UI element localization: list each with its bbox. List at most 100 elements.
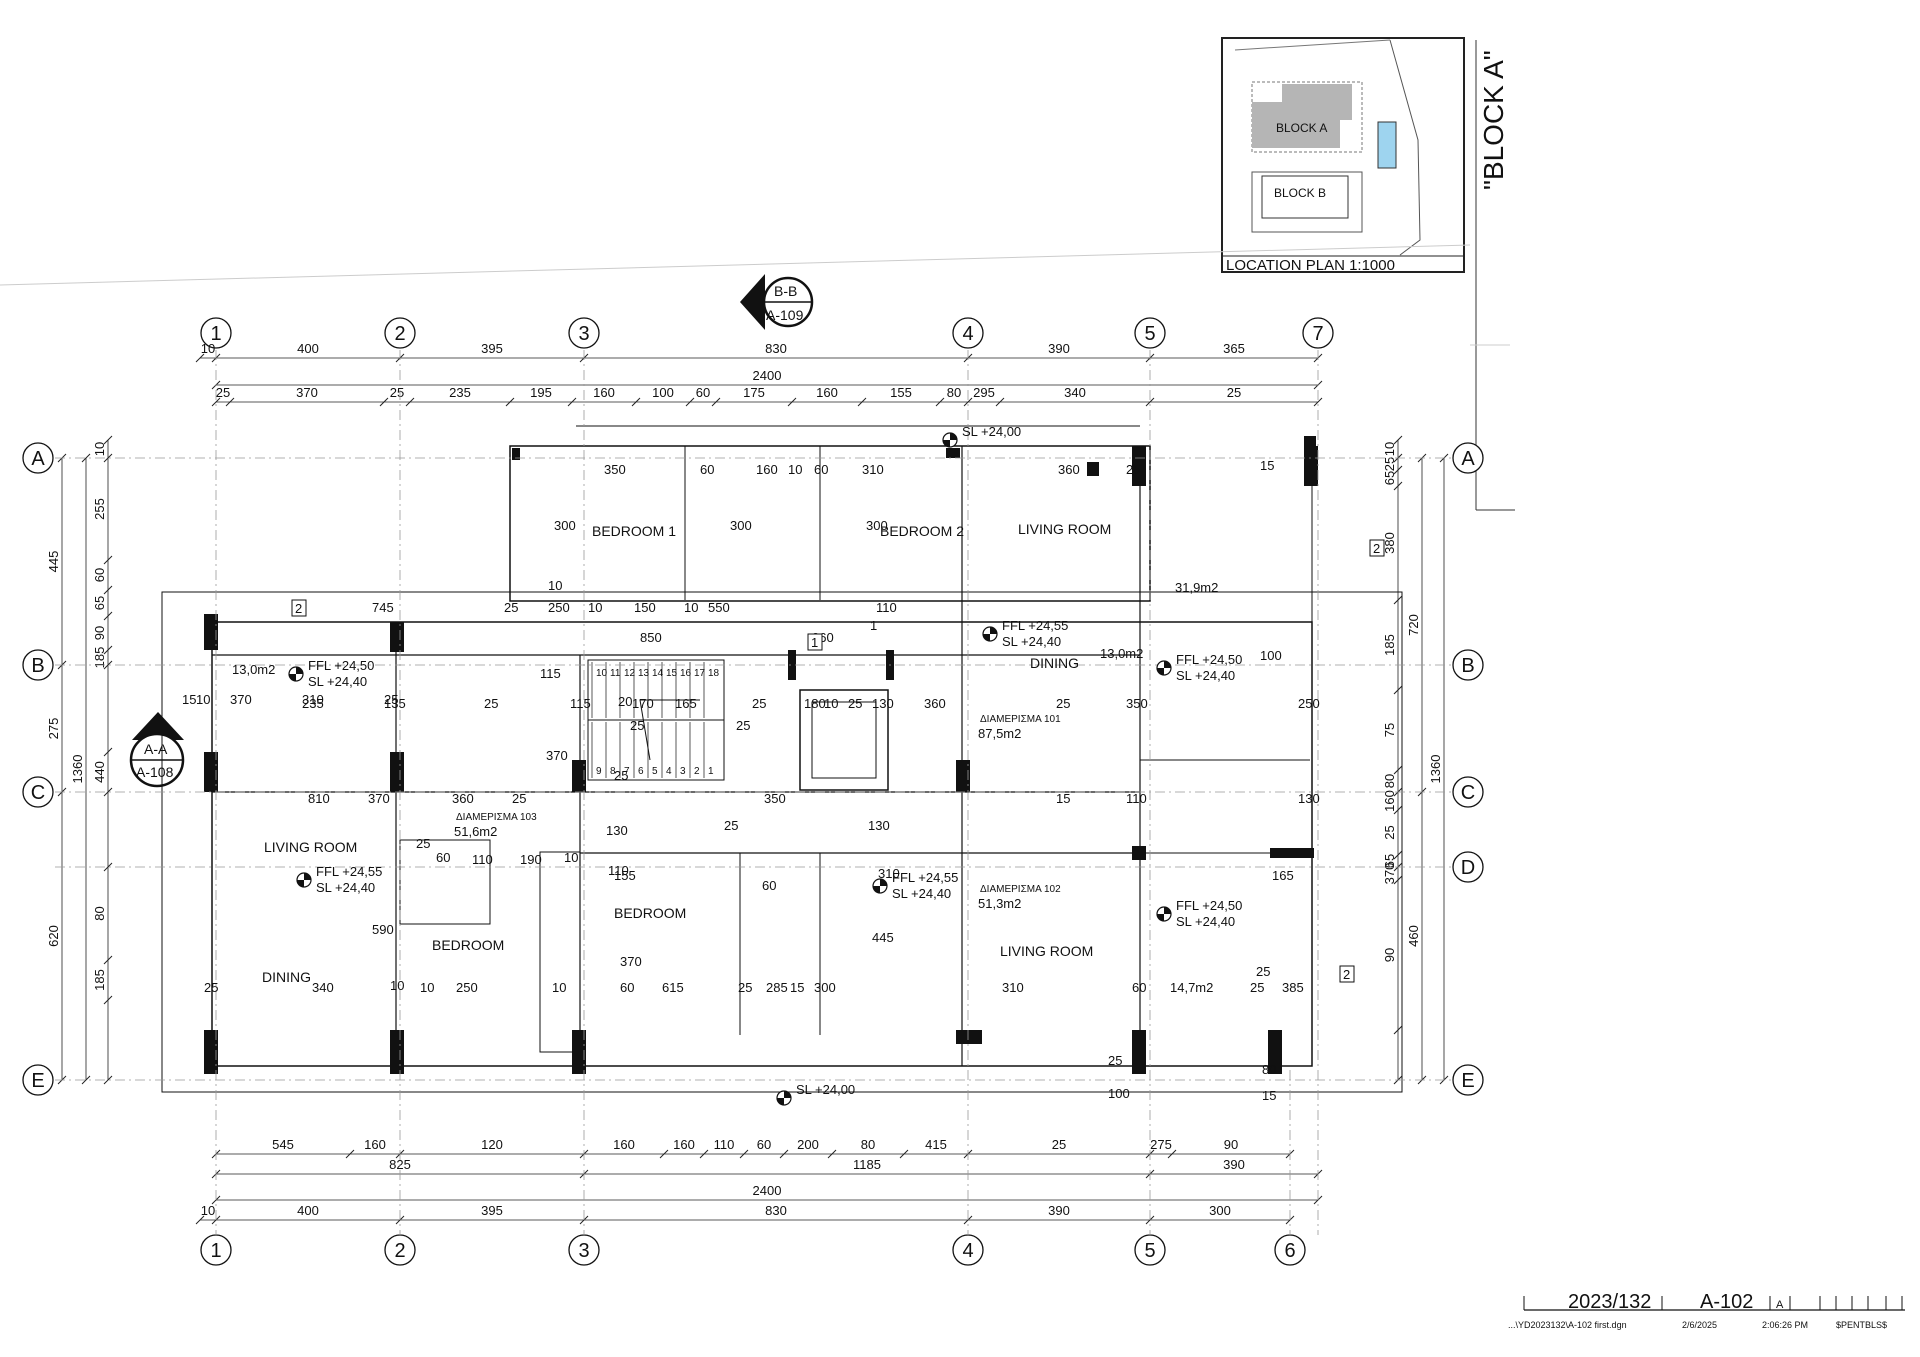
stair-arrow: [639, 699, 700, 761]
grid-label-left-B: B: [31, 655, 44, 677]
dim-top-total-label: 2400: [753, 368, 782, 383]
dim-right-inner-label: 25: [1382, 457, 1397, 471]
inner-dim-label: 310: [1002, 980, 1024, 995]
grid-label-bottom-3: 3: [578, 1240, 589, 1262]
section-aa-ref: A-108: [136, 764, 174, 780]
dim-right-inner-label: 380: [1382, 532, 1397, 554]
inner-dim-label: 60: [620, 980, 634, 995]
grid-label-left-C: C: [31, 782, 45, 804]
grid-circle-left-E: [22, 1064, 54, 1096]
inner-dim-label: 25: [1256, 964, 1270, 979]
section-marker-bb: B-B A-109: [740, 274, 814, 330]
inner-dim-label: 350: [604, 462, 626, 477]
dim-bottom-row1-label: 60: [757, 1137, 771, 1152]
grid-lines: [55, 350, 1452, 1235]
stair-number: 9: [596, 766, 602, 777]
dim-right-inner-label: 370: [1382, 863, 1397, 885]
inner-dim-label: 155: [614, 868, 636, 883]
inner-dim-label: 25: [1126, 462, 1140, 477]
inner-dim-label: 25: [752, 696, 766, 711]
area-terrace-bottom: 14,7m2: [1170, 980, 1213, 995]
inner-dim-label: 25: [724, 818, 738, 833]
dim-right-inner-label: 90: [1382, 948, 1397, 962]
detail-tag-box: [1369, 539, 1385, 557]
apartment-103-area: 51,6m2: [454, 824, 497, 839]
inner-dim-label: 10: [420, 980, 434, 995]
dim-top-row2-label: 155: [890, 385, 912, 400]
area-balcony-left: 13,0m2: [232, 662, 275, 677]
inner-dim-label: 15: [182, 692, 196, 707]
inner-dim-label: 310: [862, 462, 884, 477]
level-terrace-top-text: FFL +24,50: [1176, 652, 1242, 667]
dim-left-outer-label: 445: [46, 551, 61, 573]
dim-right-total: 1360: [1428, 453, 1449, 1085]
building-walls: [161, 425, 1403, 1093]
grid-circle-left-B: [22, 649, 54, 681]
inner-dim-label: 25: [738, 980, 752, 995]
inner-dim-label: 300: [814, 980, 836, 995]
dim-right-outer-label: 720: [1406, 614, 1421, 636]
stair-number: 12: [624, 668, 636, 679]
inner-dim-label: 170: [632, 696, 654, 711]
inner-dim-label: 165: [1272, 868, 1294, 883]
dim-top-row1-label: 400: [297, 341, 319, 356]
area-terrace-top: 31,9m2: [1175, 580, 1218, 595]
location-block-b: BLOCK B: [1274, 186, 1326, 200]
title-sheet-number: A-102: [1700, 1291, 1753, 1313]
inner-dim-label: 810: [308, 791, 330, 806]
dim-top-row2-label: 160: [816, 385, 838, 400]
grid-circle-top-7: [1302, 317, 1334, 349]
level-terrace-top-text: SL +24,40: [1176, 668, 1235, 683]
dim-bottom-total-label: 2400: [753, 1183, 782, 1198]
inner-dim-label: 110: [876, 600, 897, 615]
inner-dim-label: 370: [620, 954, 642, 969]
inner-dim-label: 285: [766, 980, 788, 995]
grid-circle-left-C: [22, 776, 54, 808]
inner-dim-label: 250: [456, 980, 478, 995]
dim-bottom-row1-label: 275: [1150, 1137, 1172, 1152]
level-top-text: SL +24,00: [962, 424, 1021, 439]
inner-dim-label: 150: [634, 600, 656, 615]
dim-bottom-row1-label: 545: [272, 1137, 294, 1152]
title-project-number: 2023/132: [1568, 1291, 1651, 1313]
dim-left-inner-label: 65: [92, 596, 107, 610]
grid-label-top-3: 3: [578, 323, 589, 345]
stair-number: 11: [610, 668, 621, 679]
inner-dim-label: 1: [870, 618, 877, 633]
inner-dim-label: 300: [730, 518, 752, 533]
dim-left-inner-label: 185: [92, 969, 107, 991]
dim-bottom-row2-label: 390: [1223, 1157, 1245, 1172]
dim-top-row1-label: 395: [481, 341, 503, 356]
dim-right-inner-label: 10: [1382, 442, 1397, 456]
grid-label-right-E: E: [1461, 1070, 1474, 1092]
inner-dim-label: 15: [1260, 458, 1274, 473]
grid-circle-top-3: [568, 317, 600, 349]
dim-bottom-row1-label: 110: [714, 1137, 735, 1152]
inner-dim-label: 10: [196, 692, 210, 707]
apartment-102-area: 51,3m2: [978, 896, 1021, 911]
dim-left-total: 1360: [70, 453, 91, 1085]
grid-label-left-A: A: [31, 448, 45, 470]
stair-number: 2: [694, 766, 700, 777]
dim-right-outer-label: 460: [1406, 925, 1421, 947]
stair-number: 6: [638, 766, 644, 777]
stair-number: 7: [624, 766, 630, 777]
section-bb-ref: A-109: [766, 307, 804, 323]
inner-dim-label: 10: [588, 600, 602, 615]
inner-dim-label: 100: [1260, 648, 1282, 663]
dim-left-inner-label: 10: [92, 442, 107, 456]
location-block-a: BLOCK A: [1276, 121, 1327, 135]
grid-circle-top-4: [952, 317, 984, 349]
inner-dim-label: 20: [618, 694, 632, 709]
inner-dim-label: 110: [1126, 791, 1147, 806]
grid-label-top-2: 2: [394, 323, 405, 345]
inner-dim-label: 130: [872, 696, 894, 711]
inner-dim-label: 10: [552, 980, 566, 995]
